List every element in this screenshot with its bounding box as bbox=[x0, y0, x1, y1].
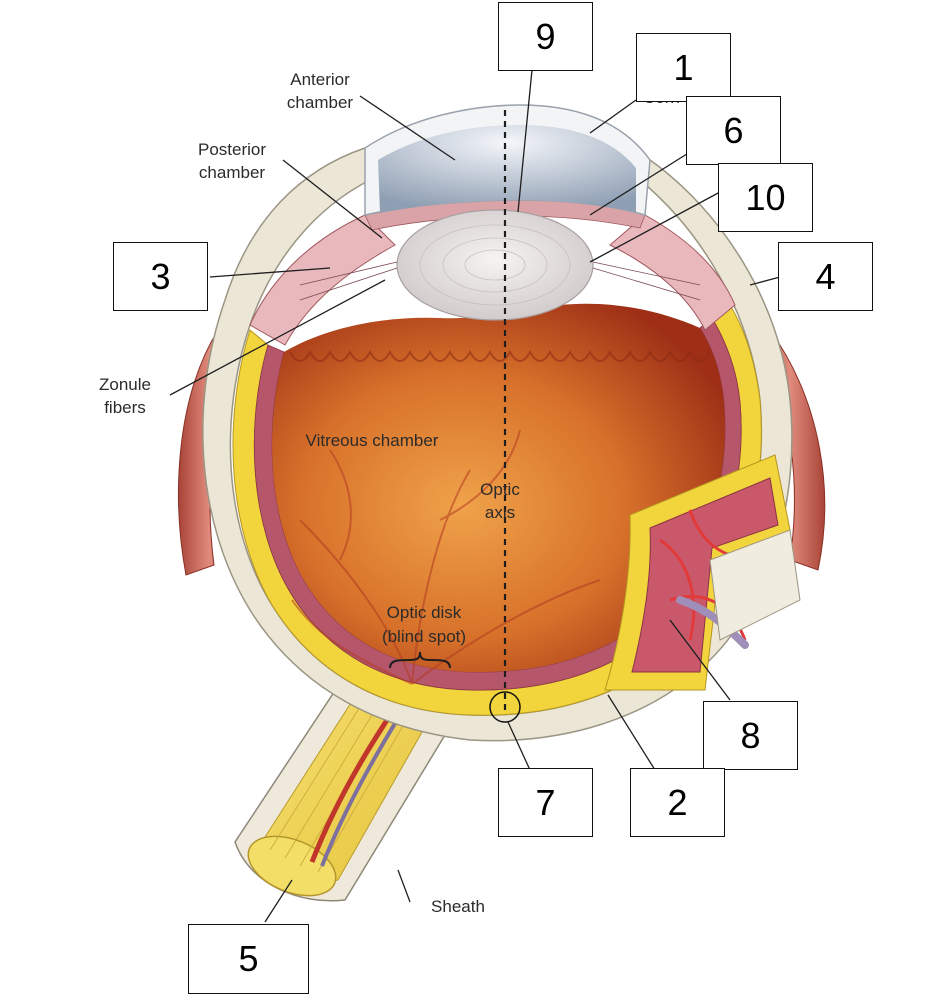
number-box-2: 2 bbox=[630, 768, 725, 837]
label-vitreous: Vitreous chamber bbox=[306, 431, 439, 450]
leader-lines bbox=[169, 69, 781, 923]
zonule-lines bbox=[299, 261, 701, 301]
label-zonule-line1: Zonule bbox=[99, 375, 151, 394]
optic-disk-brace bbox=[389, 651, 451, 669]
number-box-10: 10 bbox=[718, 163, 813, 232]
lens bbox=[396, 209, 594, 321]
label-anterior-line1: Anterior bbox=[290, 70, 350, 89]
retinal-vessels bbox=[291, 429, 601, 685]
number-box-9: 9 bbox=[498, 2, 593, 71]
sclera-cut bbox=[709, 529, 801, 641]
label-posterior-line2: chamber bbox=[199, 163, 265, 182]
label-sheath: Sheath bbox=[431, 897, 485, 916]
number-box-8: 8 bbox=[703, 701, 798, 770]
lens-rings bbox=[419, 224, 571, 306]
label-optic-disk-line2: (blind spot) bbox=[382, 627, 466, 646]
number-box-7: 7 bbox=[498, 768, 593, 837]
label-optic-axis-line1: Optic bbox=[480, 480, 520, 499]
choroid-vessel-network bbox=[631, 477, 779, 673]
number-box-4: 4 bbox=[778, 242, 873, 311]
number-box-6: 6 bbox=[686, 96, 781, 165]
ciliary-body-right bbox=[609, 214, 736, 331]
number-box-1: 1 bbox=[636, 33, 731, 102]
label-optic-axis-line2: axis bbox=[485, 503, 515, 522]
label-zonule-line2: fibers bbox=[104, 398, 146, 417]
label-anterior-line2: chamber bbox=[287, 93, 353, 112]
label-posterior-line1: Posterior bbox=[198, 140, 266, 159]
number-box-3: 3 bbox=[113, 242, 208, 311]
fovea-circle bbox=[489, 691, 521, 723]
number-box-5: 5 bbox=[188, 924, 309, 994]
vitreous-body bbox=[272, 303, 725, 673]
label-optic-disk-line1: Optic disk bbox=[387, 603, 462, 622]
ora-serrata bbox=[289, 349, 711, 362]
anterior-chamber bbox=[378, 125, 636, 213]
